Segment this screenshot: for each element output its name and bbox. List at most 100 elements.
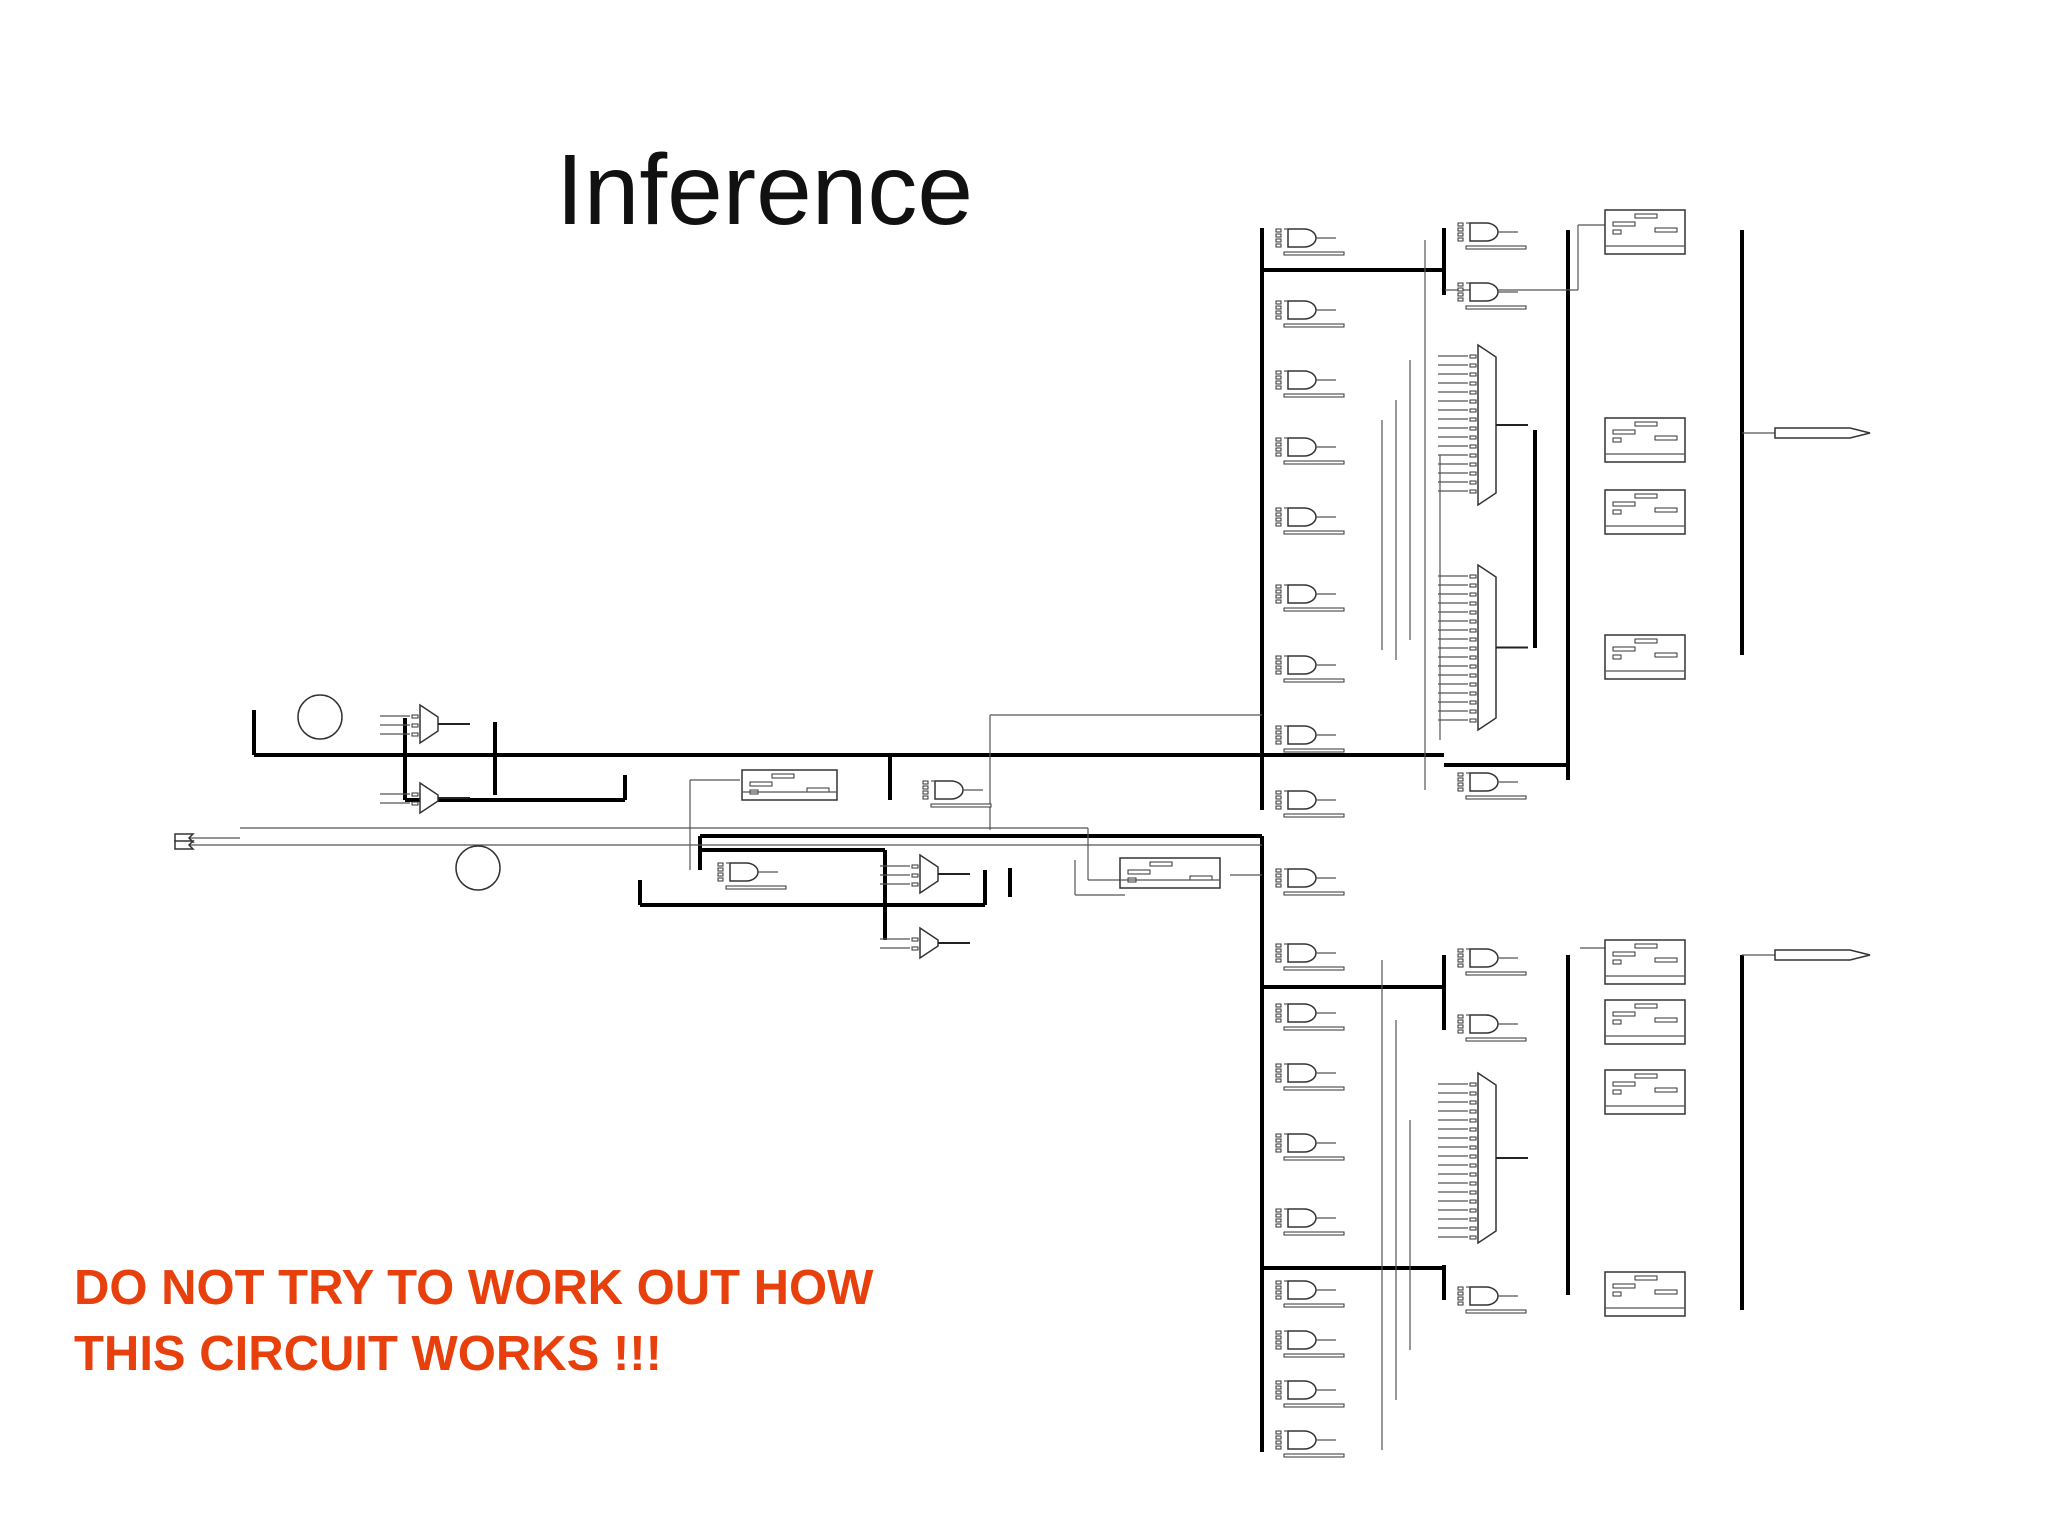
mux-pin bbox=[1469, 1118, 1477, 1123]
gate-pin bbox=[1275, 958, 1282, 963]
mux-pin bbox=[1469, 1136, 1477, 1141]
mux-pin bbox=[911, 864, 919, 869]
gate-pin bbox=[1275, 670, 1282, 675]
gate-pin bbox=[1457, 237, 1464, 242]
block-pin bbox=[1654, 957, 1678, 963]
gate-pin bbox=[1275, 735, 1282, 740]
mux-pin bbox=[1469, 646, 1477, 651]
block-pin bbox=[1654, 507, 1678, 513]
mux-pin bbox=[911, 946, 919, 951]
mux-pin bbox=[1469, 691, 1477, 696]
gate-pin bbox=[1275, 238, 1282, 243]
gate-pin bbox=[1275, 1213, 1282, 1218]
mux-pin bbox=[911, 937, 919, 942]
mux-pin bbox=[1469, 408, 1477, 413]
block-pin bbox=[1612, 221, 1636, 227]
mux-pin bbox=[1469, 628, 1477, 633]
gate-pin bbox=[1275, 512, 1282, 517]
block-pin bbox=[1612, 501, 1636, 507]
gate-label bbox=[1465, 305, 1527, 310]
and-gate-symbol bbox=[1287, 1430, 1317, 1450]
and-gate-symbol bbox=[1287, 507, 1317, 527]
gate-pin bbox=[1275, 1008, 1282, 1013]
gate-pin bbox=[1275, 1218, 1282, 1223]
gate-pin bbox=[1275, 1330, 1282, 1335]
gate-pin bbox=[1275, 442, 1282, 447]
gate-label bbox=[1283, 813, 1345, 818]
block-pin bbox=[1612, 509, 1622, 515]
gate-pin bbox=[1275, 725, 1282, 730]
gate-label bbox=[1283, 393, 1345, 398]
block-pin bbox=[1654, 1289, 1678, 1295]
gate-pin bbox=[1457, 1029, 1464, 1034]
gate-pin bbox=[1457, 1296, 1464, 1301]
gate-pin bbox=[1457, 1286, 1464, 1291]
multiplexer-symbol bbox=[919, 926, 939, 960]
gate-pin bbox=[1275, 1395, 1282, 1400]
and-gate-symbol bbox=[1287, 655, 1317, 675]
gate-pin bbox=[1275, 1013, 1282, 1018]
gate-label bbox=[1283, 1086, 1345, 1091]
gate-label bbox=[1283, 323, 1345, 328]
mux-pin bbox=[1469, 592, 1477, 597]
block-pin bbox=[1612, 429, 1636, 435]
gate-pin bbox=[922, 785, 929, 790]
gate-pin bbox=[1275, 883, 1282, 888]
gate-label bbox=[1283, 891, 1345, 896]
gate-pin bbox=[1275, 1208, 1282, 1213]
block-pin bbox=[1612, 646, 1636, 652]
output-arrow bbox=[1774, 949, 1871, 961]
multiplexer-symbol bbox=[419, 781, 439, 815]
mux-pin bbox=[1469, 426, 1477, 431]
gate-pin bbox=[1275, 948, 1282, 953]
gate-pin bbox=[1275, 370, 1282, 375]
gate-label bbox=[1283, 1026, 1345, 1031]
mux-pin bbox=[1469, 1091, 1477, 1096]
gate-pin bbox=[1275, 1435, 1282, 1440]
mux-pin bbox=[411, 723, 419, 728]
mux-pin bbox=[1469, 480, 1477, 485]
gate-pin bbox=[1275, 228, 1282, 233]
gate-pin bbox=[1275, 655, 1282, 660]
and-gate-symbol bbox=[1287, 1208, 1317, 1228]
gate-pin bbox=[1275, 507, 1282, 512]
gate-pin bbox=[1457, 772, 1464, 777]
gate-pin bbox=[1275, 589, 1282, 594]
gate-pin bbox=[1275, 1385, 1282, 1390]
gate-label bbox=[1283, 1231, 1345, 1236]
mux-pin bbox=[1469, 1199, 1477, 1204]
gate-pin bbox=[717, 867, 724, 872]
block-pin bbox=[1634, 1003, 1658, 1009]
and-gate-symbol bbox=[1469, 772, 1499, 792]
block-pin bbox=[749, 781, 773, 787]
gate-pin bbox=[1457, 292, 1464, 297]
gate-pin bbox=[1457, 232, 1464, 237]
and-gate-symbol bbox=[1287, 1133, 1317, 1153]
mux-pin bbox=[1469, 1226, 1477, 1231]
gate-pin bbox=[922, 795, 929, 800]
gate-pin bbox=[1275, 1290, 1282, 1295]
gate-pin bbox=[1275, 730, 1282, 735]
gate-pin bbox=[717, 862, 724, 867]
gate-pin bbox=[1275, 517, 1282, 522]
gate-pin bbox=[1275, 243, 1282, 248]
gate-pin bbox=[1275, 660, 1282, 665]
and-gate-symbol bbox=[729, 862, 759, 882]
block-pin bbox=[1612, 654, 1622, 660]
gate-pin bbox=[717, 872, 724, 877]
mux-pin bbox=[1469, 1181, 1477, 1186]
gate-pin bbox=[1275, 599, 1282, 604]
block-pin bbox=[1634, 1073, 1658, 1079]
mux-pin bbox=[1469, 619, 1477, 624]
multiplexer-symbol bbox=[919, 853, 939, 895]
block-pin bbox=[1654, 435, 1678, 441]
and-gate-symbol bbox=[1287, 943, 1317, 963]
clock-source-symbol bbox=[297, 694, 343, 740]
output-arrow bbox=[1774, 427, 1871, 439]
mux-pin bbox=[1469, 444, 1477, 449]
gate-pin bbox=[1275, 437, 1282, 442]
mux-pin bbox=[1469, 489, 1477, 494]
gate-pin bbox=[1275, 233, 1282, 238]
gate-pin bbox=[1275, 1285, 1282, 1290]
mux-pin bbox=[1469, 372, 1477, 377]
